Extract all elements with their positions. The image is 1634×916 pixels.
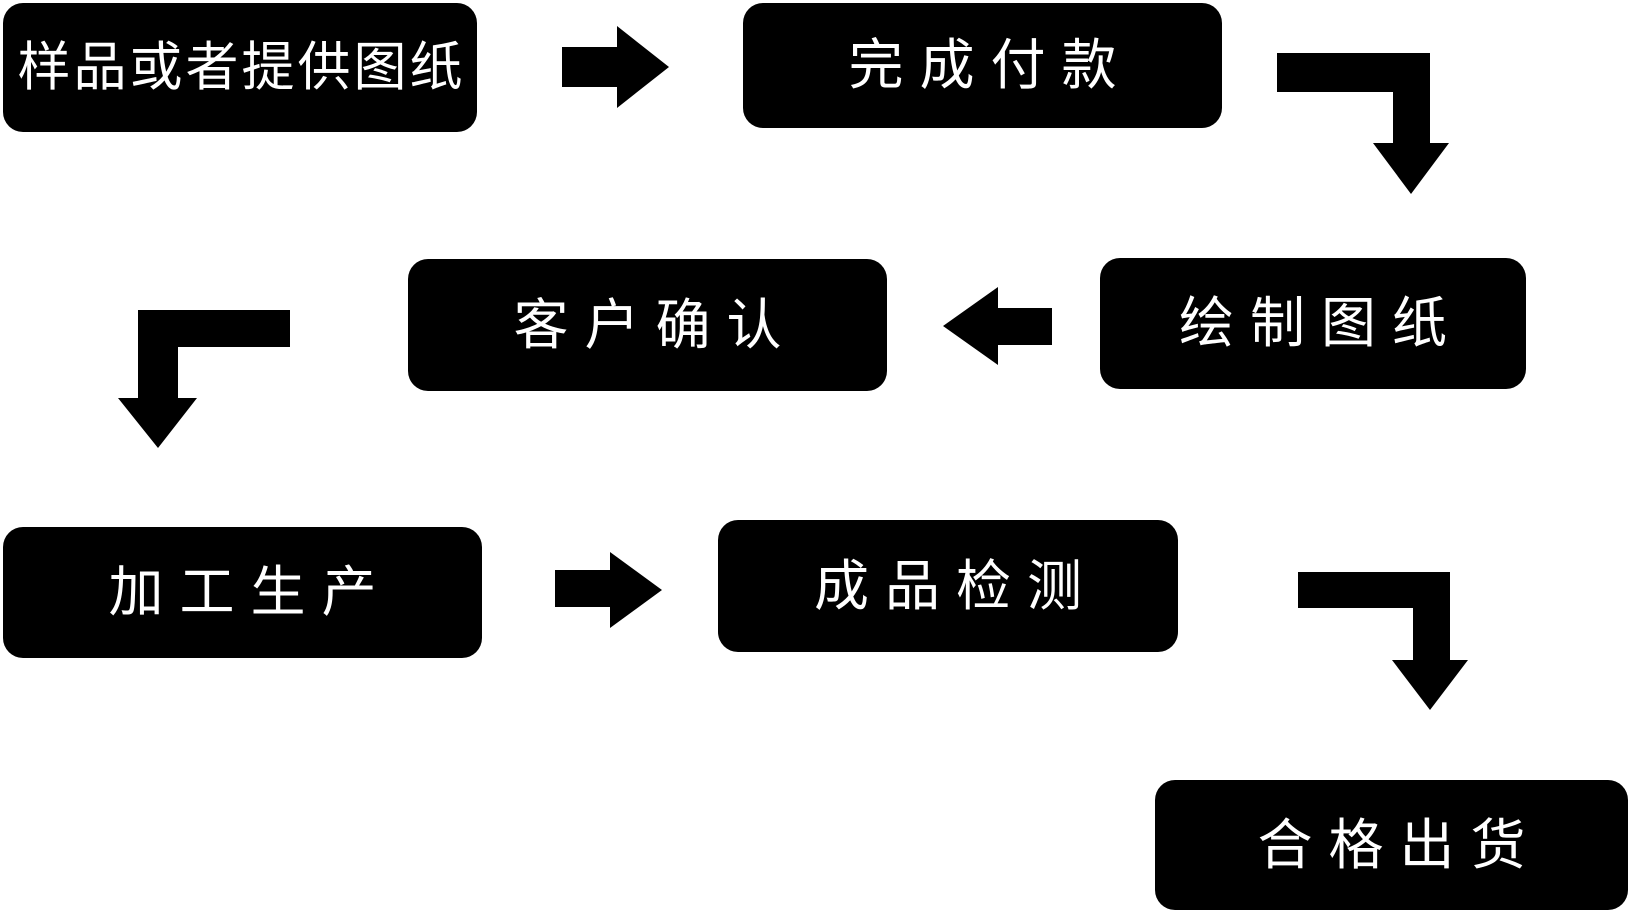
- arrow-elbow-down-step4-to-step5: [118, 310, 290, 448]
- flow-node-customer-confirm: 客户确认: [408, 259, 887, 391]
- flow-node-complete-payment: 完成付款: [743, 3, 1222, 128]
- flow-node-label: 绘制图纸: [1178, 292, 1463, 354]
- flow-node-label: 客户确认: [513, 293, 798, 356]
- flow-node-sample-or-provide-drawing: 样品或者提供图纸: [3, 3, 477, 132]
- flow-node-label: 加工生产: [108, 561, 393, 623]
- arrow-elbow-down-step2-to-step3: [1277, 53, 1449, 194]
- arrow-left-step3-to-step4: [943, 287, 1052, 365]
- flow-node-label: 完成付款: [848, 34, 1133, 96]
- arrow-elbow-down-step6-to-step7: [1298, 572, 1468, 710]
- flow-node-processing-production: 加工生产: [3, 527, 482, 658]
- flow-node-draw-drawings: 绘制图纸: [1100, 258, 1526, 389]
- arrow-right-step5-to-step6: [555, 552, 662, 628]
- flow-node-label: 样品或者提供图纸: [17, 38, 466, 97]
- flow-node-label: 成品检测: [813, 554, 1098, 617]
- arrow-right-step1-to-step2: [562, 26, 669, 108]
- flow-node-qualified-shipment: 合格出货: [1155, 780, 1628, 910]
- flow-node-label: 合格出货: [1257, 813, 1542, 876]
- flow-node-finished-product-inspection: 成品检测: [718, 520, 1178, 652]
